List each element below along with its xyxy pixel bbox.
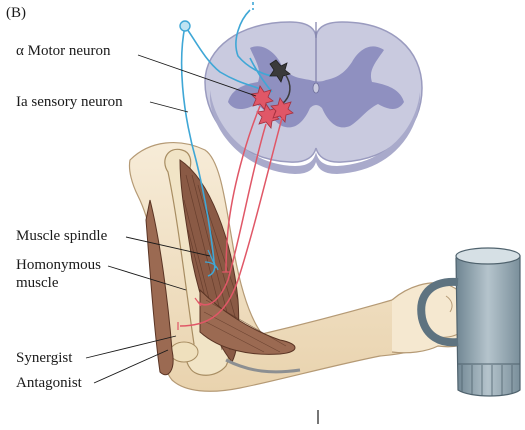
mug-rim — [456, 248, 520, 264]
spinal-cord-section — [205, 22, 422, 174]
label-homonymous-muscle: Homonymous muscle — [16, 256, 126, 292]
leader-antagonist — [94, 350, 168, 383]
label-ia-sensory-neuron: Ia sensory neuron — [16, 93, 123, 111]
leader-ia-sensory — [150, 102, 188, 112]
label-synergist: Synergist — [16, 349, 72, 367]
label-alpha-motor-neuron: α Motor neuron — [16, 42, 111, 60]
elbow-joint — [170, 342, 198, 362]
central-canal — [313, 83, 319, 93]
mug-body — [456, 251, 520, 396]
label-antagonist: Antagonist — [16, 374, 82, 392]
dorsal-root-ganglion-cell — [180, 21, 190, 31]
label-muscle-spindle: Muscle spindle — [16, 227, 107, 245]
panel-label: (B) — [6, 4, 26, 22]
